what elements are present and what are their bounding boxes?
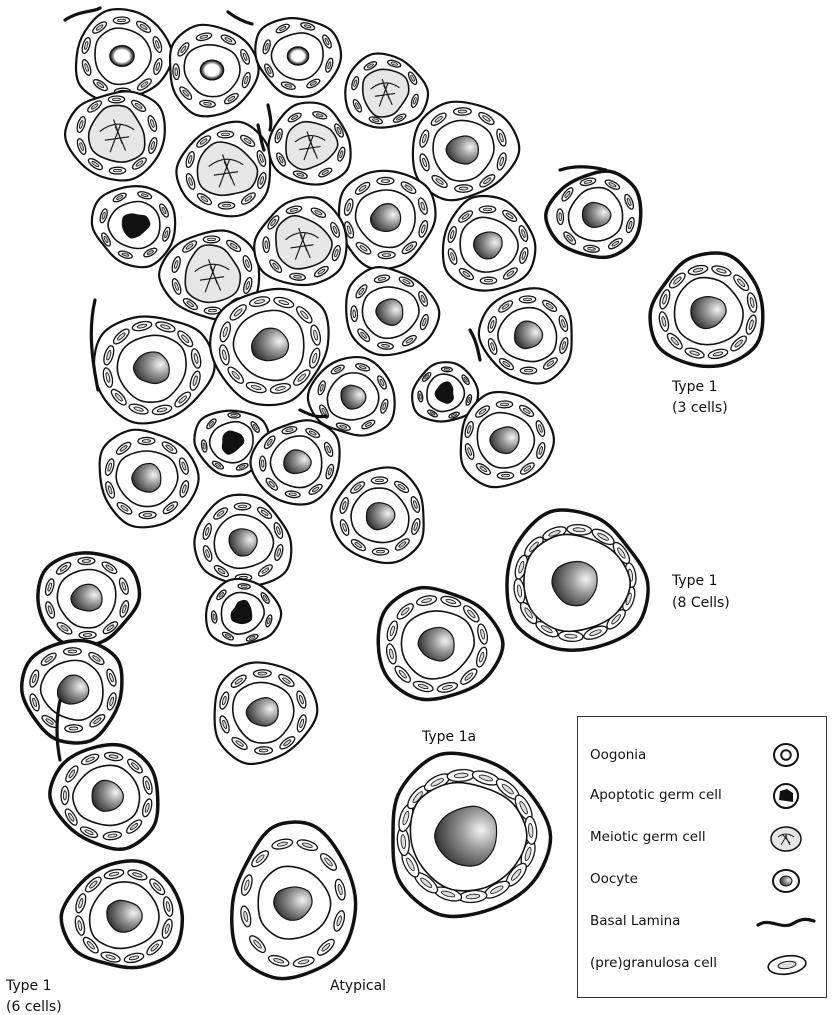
granulosa-nucleus: [113, 169, 121, 172]
meiotic-follicle: [254, 197, 346, 285]
meiotic-germ-cell-icon: [771, 827, 801, 851]
granulosa-nucleus: [382, 254, 391, 257]
oocyte-follicle: [61, 861, 182, 968]
oocyte-follicle: [215, 662, 318, 763]
oocyte-follicle: [331, 467, 423, 563]
granulosa-nucleus: [82, 560, 91, 563]
granulosa-nucleus: [458, 110, 467, 113]
granulosa-nucleus: [353, 310, 356, 318]
label-type1-3-line1: Type 1: [671, 379, 718, 395]
granulosa-nucleus: [381, 180, 390, 183]
granulosa-nucleus: [83, 634, 92, 637]
oocyte-follicle: [479, 288, 572, 383]
oocyte-follicle: [339, 171, 435, 269]
granulosa-nucleus: [68, 650, 77, 653]
granulosa-nucleus: [259, 749, 268, 752]
granulosa-nucleus: [459, 187, 468, 190]
oocyte-follicle: [100, 430, 199, 528]
meiotic-follicle: [345, 53, 428, 127]
basal-lamina: [560, 167, 606, 170]
oocyte-icon: [773, 870, 799, 892]
oocyte-follicle: [413, 102, 519, 201]
granulosa-nucleus: [523, 298, 531, 301]
oogonia-follicle: [255, 18, 341, 97]
oogonia-nucleus: [110, 46, 134, 67]
label-type1-8-line2: (8 Cells): [672, 595, 730, 611]
legend: Oogonia Apoptotic germ cell Meiotic germ…: [577, 716, 827, 998]
oocyte-nucleus: [229, 529, 257, 556]
granulosa-nucleus: [208, 309, 216, 312]
oocyte-follicle: [378, 588, 503, 700]
oocyte-follicle: [94, 316, 215, 423]
granulosa-nucleus: [500, 403, 508, 406]
granulosa-nucleus: [143, 514, 152, 517]
oogonia-icon: [774, 744, 798, 766]
label-type1-3-line2: (3 cells): [672, 400, 728, 416]
granulosa-nucleus: [117, 19, 125, 22]
meiotic-follicle: [176, 122, 270, 217]
granulosa-nucleus: [258, 672, 267, 675]
granulosa-nucleus: [265, 241, 268, 249]
granulosa-nucleus: [241, 585, 247, 587]
oocyte-follicle: [443, 196, 535, 291]
meiotic-follicle: [269, 103, 351, 185]
oogonia-follicle: [170, 25, 259, 116]
oogonia-nucleus: [200, 60, 223, 80]
granulosa-nucleus: [69, 727, 78, 730]
oocyte-follicle: [346, 267, 439, 355]
oocyte-follicle: [22, 641, 122, 743]
apoptotic-germ-cell-icon: [774, 784, 798, 808]
oocyte-nucleus: [341, 385, 366, 409]
oocyte-follicle: [194, 495, 291, 586]
label-type1a: Type 1a: [421, 729, 476, 745]
granulosa-nucleus: [112, 98, 120, 101]
granulosa-nucleus: [484, 279, 492, 282]
oocyte-follicle: [507, 510, 648, 650]
granulosa-nucleus: [238, 505, 246, 508]
basal-lamina: [268, 105, 271, 130]
oocyte-follicle: [38, 553, 140, 647]
granulosa-cell-icon: [767, 953, 807, 976]
granulosa-nucleus: [231, 414, 237, 416]
granulosa-nucleus: [376, 550, 384, 553]
meiotic-follicle: [65, 91, 165, 180]
granulosa-nucleus: [483, 208, 491, 211]
granulosa-nucleus: [261, 460, 264, 468]
apoptotic-follicle: [206, 579, 281, 646]
granulosa-nucleus: [222, 204, 230, 207]
legend-icons: [578, 717, 828, 999]
oocyte-follicle: [232, 822, 356, 979]
granulosa-nucleus: [175, 68, 178, 76]
granulosa-nucleus: [524, 369, 532, 372]
oocyte-follicle: [50, 745, 158, 849]
granulosa-nucleus: [501, 474, 509, 477]
basal-lamina-icon: [758, 919, 814, 925]
oocyte-follicle: [393, 753, 551, 916]
apoptotic-follicle: [92, 186, 175, 267]
granulosa-nucleus: [63, 791, 66, 800]
granulosa-nucleus: [559, 213, 562, 221]
granulosa-nucleus: [375, 479, 383, 482]
granulosa-nucleus: [221, 133, 229, 136]
oocyte-follicle: [461, 392, 554, 487]
basal-lamina: [228, 12, 252, 24]
oocyte-follicle: [546, 171, 641, 257]
oogonia-follicle: [76, 9, 172, 102]
label-type1-6-line1: Type 1: [5, 978, 52, 994]
label-atypical: Atypical: [330, 978, 386, 994]
oocyte-follicle: [650, 253, 763, 366]
granulosa-nucleus: [207, 238, 215, 241]
granulosa-nucleus: [444, 368, 450, 370]
label-type1-8-line1: Type 1: [671, 573, 718, 589]
label-type1-6-line2: (6 cells): [6, 999, 62, 1015]
granulosa-nucleus: [142, 440, 151, 443]
oogonia-nucleus: [287, 47, 308, 65]
